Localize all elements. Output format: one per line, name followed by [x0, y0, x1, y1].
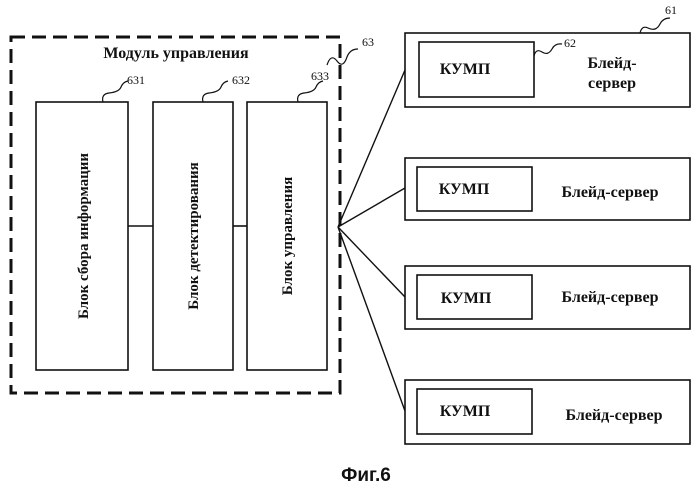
block-control-label: Блок управления	[280, 177, 296, 295]
ref-631: 631	[127, 73, 145, 87]
kump-3-label: КУМП	[441, 290, 492, 307]
ref-632-leader	[203, 81, 228, 102]
ref-61-leader	[640, 18, 670, 33]
kump-1-label: КУМП	[440, 61, 491, 78]
blade-server-1-label-line1: Блейд-	[587, 55, 636, 72]
kump-2-label: КУМП	[439, 181, 490, 198]
block-info-collection-label: Блок сбора информации	[76, 153, 92, 319]
ref-633-leader	[298, 81, 323, 102]
figure-caption: Фиг.6	[341, 465, 391, 486]
kump-4-label: КУМП	[440, 403, 491, 420]
ref-63: 63	[362, 35, 374, 49]
control-module-title: Модуль управления	[103, 45, 249, 62]
ref-62: 62	[564, 36, 576, 50]
blade-server-4-label: Блейд-сервер	[565, 407, 662, 424]
fanout-line-1	[338, 70, 405, 227]
ref-61: 61	[665, 3, 677, 17]
blade-server-3-label: Блейд-сервер	[561, 289, 658, 306]
ref-63-leader	[327, 49, 358, 65]
fanout-line-2	[338, 188, 405, 227]
fanout-line-4	[338, 227, 405, 411]
ref-633: 633	[311, 69, 329, 83]
block-detection-label: Блок детектирования	[186, 162, 202, 309]
ref-632: 632	[232, 73, 250, 87]
blade-server-1-label-line2: сервер	[588, 75, 636, 92]
ref-631-leader	[103, 81, 128, 102]
fanout-line-3	[338, 227, 405, 297]
blade-server-2-label: Блейд-сервер	[561, 184, 658, 201]
